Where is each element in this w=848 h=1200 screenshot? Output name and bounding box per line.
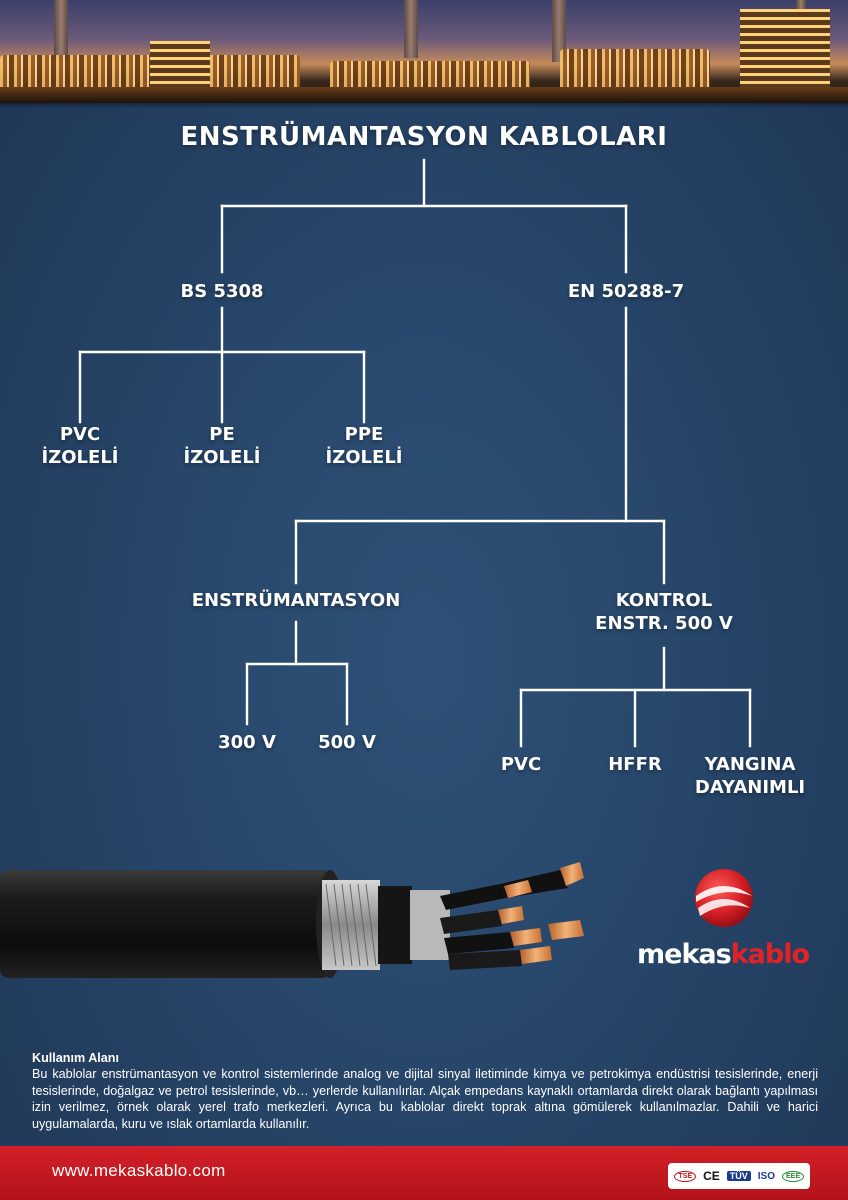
certification-badges: TSE CE TÜV ISO EEE <box>668 1163 810 1189</box>
footer-bar: www.mekaskablo.com TSE CE TÜV ISO EEE <box>0 1146 848 1200</box>
tuv-badge-icon: TÜV <box>726 1171 751 1181</box>
usage-heading: Kullanım Alanı <box>32 1051 119 1065</box>
tree-connectors <box>78 158 752 748</box>
node-bs5308: BS 5308 <box>180 281 264 302</box>
node-300v: 300 V <box>218 732 276 753</box>
mekaskablo-logo: mekaskablo <box>630 860 830 980</box>
website-link[interactable]: www.mekaskablo.com <box>52 1161 226 1180</box>
page-title: ENSTRÜMANTASYON KABLOLARI <box>180 122 668 152</box>
industrial-banner-image <box>0 0 848 103</box>
node-enstrumantasyon: ENSTRÜMANTASYON <box>191 590 401 611</box>
brand-wordmark: mekaskablo <box>637 939 810 970</box>
ce-mark-icon: CE <box>703 1169 720 1183</box>
usage-section: Kullanım Alanı Bu kablolar enstrümantasy… <box>32 1050 818 1132</box>
cable-illustration <box>0 862 584 978</box>
node-kontrol-hffr: HFFR <box>608 754 662 775</box>
mekaskablo-emblem-icon <box>695 869 753 927</box>
usage-text: Bu kablolar enstrümantasyon ve kontrol s… <box>32 1067 818 1131</box>
iso-badge-icon: ISO <box>757 1170 775 1182</box>
tse-badge-icon: TSE <box>674 1170 697 1182</box>
node-kontrol-pvc: PVC <box>500 754 542 775</box>
node-500v: 500 V <box>318 732 376 753</box>
eee-badge-icon: EEE <box>781 1170 804 1182</box>
node-en50288: EN 50288-7 <box>567 281 685 302</box>
